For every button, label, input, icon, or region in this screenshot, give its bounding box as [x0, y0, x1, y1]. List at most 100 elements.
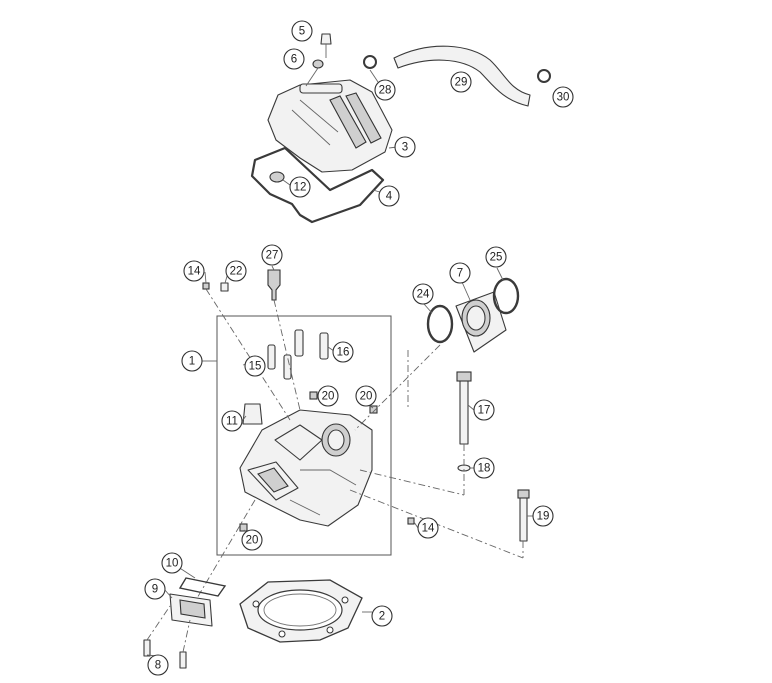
callout-c22: 22	[225, 260, 247, 282]
callout-number: 19	[537, 511, 550, 523]
callout-circle	[283, 48, 305, 70]
callout-circle	[332, 341, 354, 363]
callout-c1: 1	[181, 350, 203, 372]
callout-c27: 27	[261, 244, 283, 266]
breather-stub	[299, 83, 343, 94]
callout-circle	[291, 20, 313, 42]
callout-circle	[221, 410, 243, 432]
head-bolts	[349, 371, 530, 559]
hose-clamp-end	[537, 69, 552, 83]
callout-number: 20	[360, 391, 373, 403]
callout-circle	[147, 654, 169, 676]
intake-clamp-right	[492, 277, 520, 315]
callout-number: 4	[386, 191, 393, 203]
callout-circle	[355, 385, 377, 407]
cover-washer	[312, 59, 324, 69]
callout-circle	[473, 399, 495, 421]
callout-number: 2	[379, 611, 385, 623]
hose-clamp-small	[363, 55, 377, 69]
callout-number: 12	[294, 182, 307, 194]
callout-circle	[225, 260, 247, 282]
callout-c10: 10	[161, 552, 183, 574]
callout-number: 17	[478, 405, 491, 417]
callout-c12: 12	[289, 176, 311, 198]
head-bolt-short	[519, 495, 528, 542]
callout-c19: 19	[532, 505, 554, 527]
callout-circle	[261, 244, 283, 266]
callout-c25: 25	[485, 246, 507, 268]
callout-c3: 3	[394, 136, 416, 158]
callout-number: 1	[189, 356, 195, 368]
callout-number: 9	[152, 584, 158, 596]
valve-cover-gasket	[250, 146, 385, 224]
flange-bolt	[143, 639, 151, 657]
valve-stem-seal	[267, 344, 276, 370]
callout-circle	[161, 552, 183, 574]
callout-number: 14	[422, 523, 435, 535]
callout-circle	[412, 283, 434, 305]
callout-c6: 6	[283, 48, 305, 70]
callout-number: 16	[337, 347, 350, 359]
callout-circle	[144, 578, 166, 600]
callout-number: 22	[230, 266, 243, 278]
callout-c8: 8	[147, 654, 169, 676]
callout-circle	[371, 605, 393, 627]
callout-c15: 15	[244, 355, 266, 377]
callout-c18: 18	[473, 457, 495, 479]
callout-number: 27	[266, 250, 279, 262]
callout-c24: 24	[412, 283, 434, 305]
callout-c20b: 20	[355, 385, 377, 407]
callout-circle	[552, 86, 574, 108]
callout-circle	[374, 79, 396, 101]
stud-bolt	[407, 517, 415, 525]
callout-c20a: 20	[317, 385, 339, 407]
callout-c17: 17	[473, 399, 495, 421]
valve-cover-group	[250, 33, 552, 224]
callout-circle	[317, 385, 339, 407]
callout-number: 3	[402, 142, 408, 154]
screw-plug	[369, 405, 378, 414]
callout-circle	[181, 350, 203, 372]
screw-plug	[239, 523, 248, 532]
callout-number: 30	[557, 92, 570, 104]
stud-bolt-spring	[220, 282, 229, 292]
callout-circle	[241, 529, 263, 551]
callout-number: 20	[322, 391, 335, 403]
cylinder-head	[239, 409, 373, 527]
callout-c20c: 20	[241, 529, 263, 551]
callout-circle	[485, 246, 507, 268]
callout-number: 5	[299, 26, 305, 38]
callout-c11: 11	[221, 410, 243, 432]
callout-number: 18	[478, 463, 491, 475]
callout-number: 11	[226, 416, 238, 428]
cover-screw	[320, 33, 332, 45]
callout-number: 24	[417, 289, 430, 301]
breather-hose	[393, 45, 531, 107]
callout-circle	[532, 505, 554, 527]
callout-number: 20	[246, 535, 259, 547]
callout-circle	[289, 176, 311, 198]
callout-c7: 7	[449, 262, 471, 284]
callout-circle	[394, 136, 416, 158]
callout-c30: 30	[552, 86, 574, 108]
callout-number: 28	[379, 85, 392, 97]
callout-circle	[473, 457, 495, 479]
callout-c28: 28	[374, 79, 396, 101]
callout-c14a: 14	[183, 260, 205, 282]
callout-number: 6	[291, 54, 297, 66]
callout-number: 10	[166, 558, 179, 570]
callout-number: 15	[249, 361, 262, 373]
flange-bolt	[179, 651, 187, 669]
callout-circle	[449, 262, 471, 284]
lower-parts	[143, 499, 372, 669]
callout-c16: 16	[332, 341, 354, 363]
cap-fitting	[242, 403, 263, 425]
valve-cover-rib	[329, 95, 367, 149]
internal-parts	[202, 269, 415, 532]
callout-circle	[450, 71, 472, 93]
callout-c9: 9	[144, 578, 166, 600]
valve-cover-rib	[345, 92, 382, 144]
callout-circle	[244, 355, 266, 377]
callout-c14b: 14	[417, 517, 439, 539]
